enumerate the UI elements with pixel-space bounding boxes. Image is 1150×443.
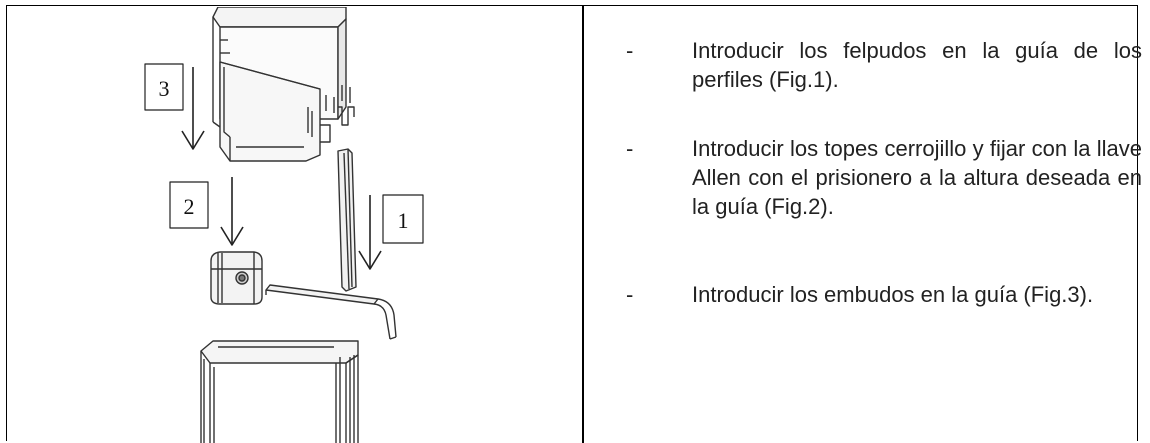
down-arrow-icon (181, 67, 205, 150)
guide-profile-part (200, 340, 359, 443)
stop-block-part (210, 251, 263, 305)
callout-1: 1 (382, 194, 424, 244)
funnel-part (212, 7, 355, 162)
instruction-text: Introducir los embudos en la guía (Fig.3… (692, 282, 1094, 307)
svg-text:3: 3 (159, 76, 170, 101)
bullet-dash: - (626, 38, 634, 63)
table-frame (6, 5, 1138, 441)
down-arrow-icon (220, 177, 244, 246)
down-arrow-icon (358, 195, 382, 270)
instruction-text: Introducir los topes cerrojillo y fijar … (692, 136, 1142, 219)
callout-2: 2 (169, 181, 209, 229)
instruction-step-1: - Introducir los felpudos en la guía de … (596, 36, 1142, 94)
instruction-text: Introducir los felpudos en la guía de lo… (692, 38, 1142, 92)
instruction-step-2: - Introducir los topes cerrojillo y fija… (596, 134, 1142, 221)
bullet-dash: - (626, 136, 634, 161)
brush-strip-part (337, 148, 357, 292)
assembly-illustration: 3 (8, 7, 580, 443)
svg-text:2: 2 (184, 194, 195, 219)
callout-3: 3 (144, 63, 184, 111)
svg-text:1: 1 (398, 208, 409, 233)
allen-key-part (265, 284, 397, 340)
column-divider (582, 5, 584, 443)
bullet-dash: - (626, 282, 634, 307)
instruction-step-3: - Introducir los embudos en la guía (Fig… (596, 280, 1142, 309)
